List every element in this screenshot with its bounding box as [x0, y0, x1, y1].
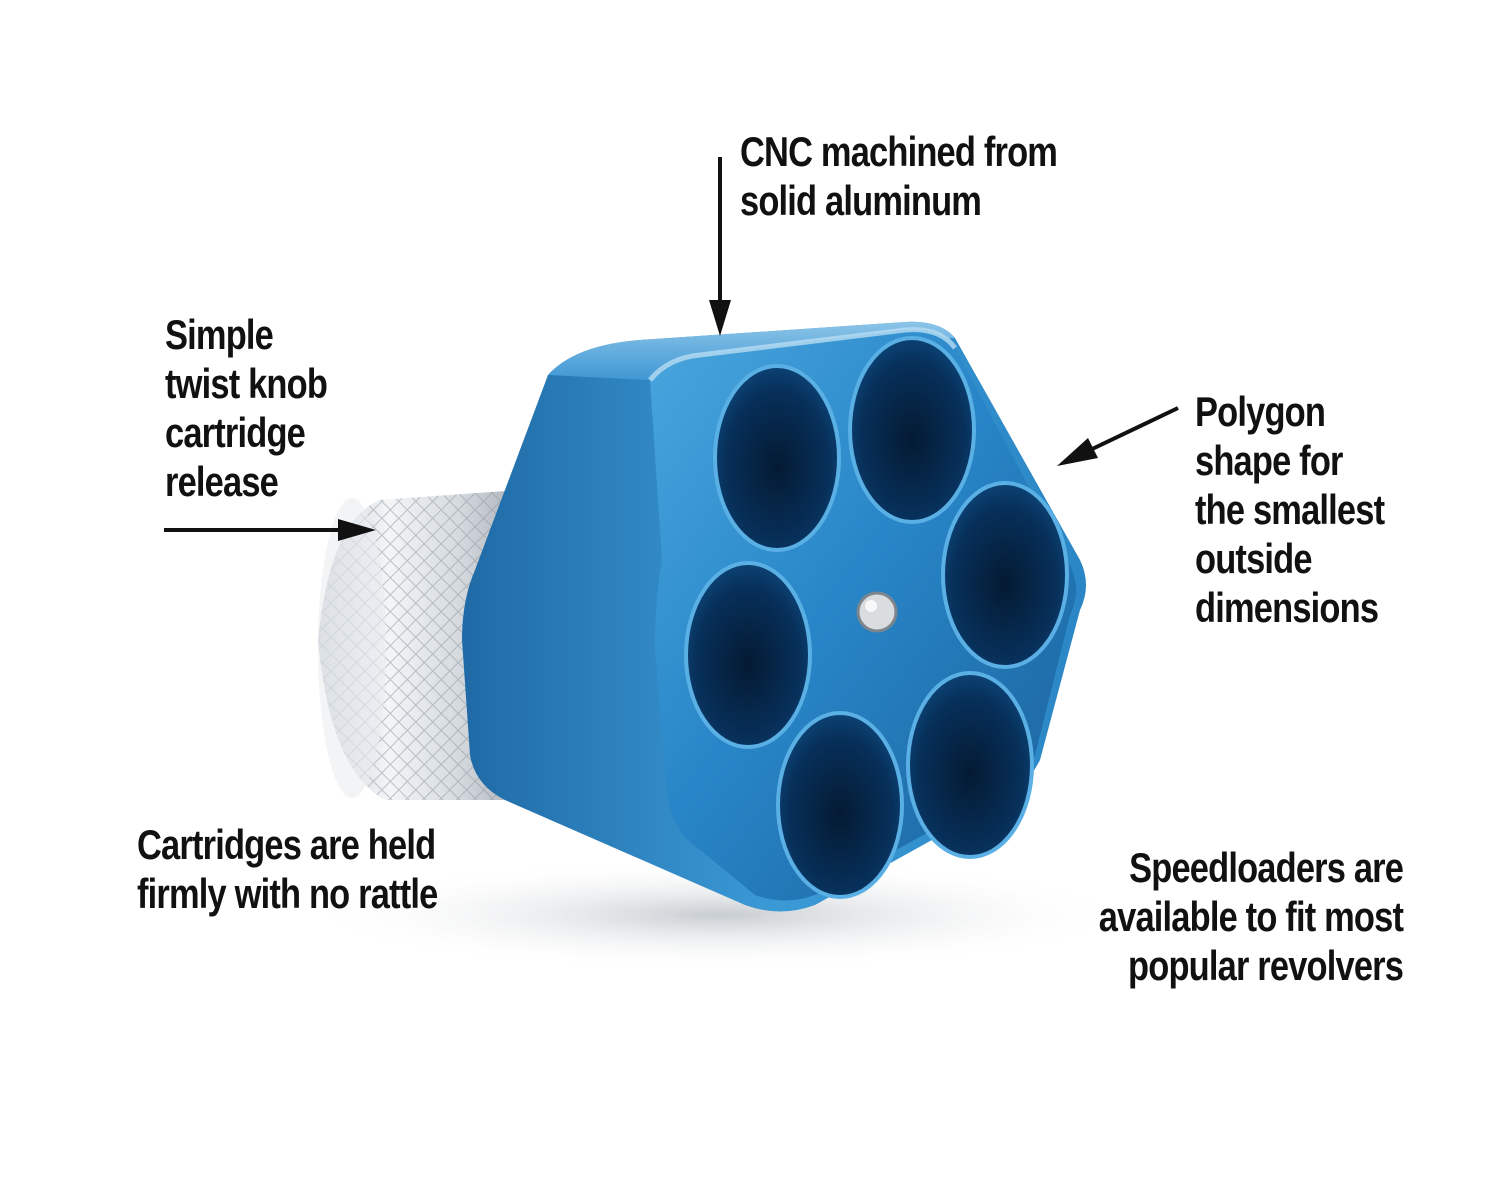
callout-polygon: Polygon shape for the smallest outside d…: [1195, 387, 1385, 632]
chamber: [848, 336, 976, 524]
callout-knob: Simple twist knob cartridge release: [165, 310, 328, 506]
callout-line: outside: [1195, 535, 1313, 582]
callout-line: solid aluminum: [740, 177, 982, 224]
callout-cartridges: Cartridges are held firmly with no rattl…: [137, 820, 438, 918]
callout-line: Polygon: [1195, 388, 1326, 435]
callout-line: dimensions: [1195, 584, 1379, 631]
callout-arrows: [164, 157, 1179, 541]
callout-line: the smallest: [1195, 486, 1385, 533]
callout-line: firmly with no rattle: [137, 870, 438, 917]
chamber: [684, 561, 812, 749]
callout-line: Simple: [165, 311, 274, 358]
center-pin: [856, 591, 898, 633]
arrow-down-icon: [709, 157, 731, 336]
callout-line: Speedloaders are: [1128, 844, 1404, 891]
callout-line: release: [165, 458, 279, 505]
floor-shadow: [300, 860, 1140, 970]
chamber: [713, 364, 841, 552]
callout-line: popular revolvers: [1127, 942, 1404, 989]
callout-line: cartridge: [165, 409, 306, 456]
chamber: [941, 481, 1069, 669]
callout-speedloaders: Speedloaders are available to fit most p…: [1098, 843, 1404, 990]
arrow-right-icon: [164, 519, 376, 541]
chamber: [776, 711, 904, 899]
callout-line: twist knob: [165, 360, 328, 407]
callout-cnc: CNC machined from solid aluminum: [740, 127, 1058, 225]
chambers: [684, 336, 1069, 899]
arrow-left-icon: [1057, 406, 1179, 466]
chamber: [906, 671, 1034, 859]
callout-line: CNC machined from: [740, 128, 1058, 175]
callout-line: available to fit most: [1098, 893, 1404, 940]
callout-line: Cartridges are held: [137, 821, 436, 868]
callout-line: shape for: [1195, 437, 1343, 484]
